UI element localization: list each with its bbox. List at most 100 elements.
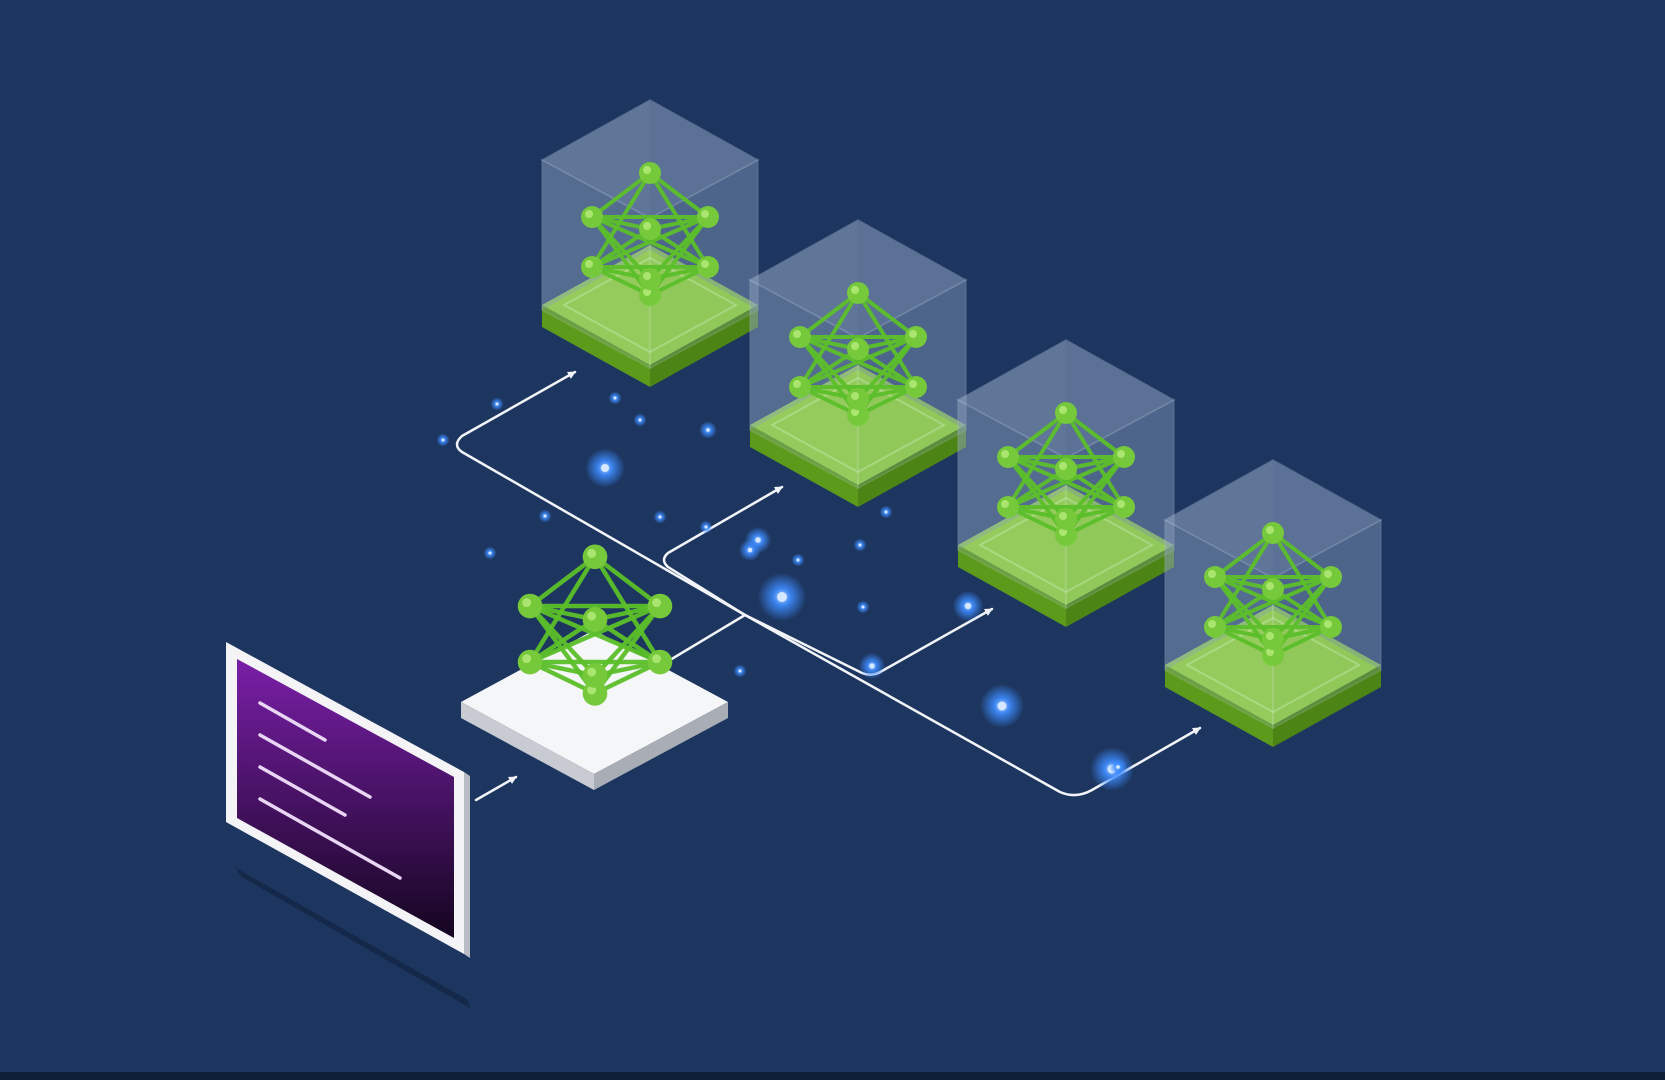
network-node-highlight (1059, 462, 1067, 470)
network-node-highlight (1117, 450, 1125, 458)
network-node (647, 593, 673, 619)
glow-particle-core (543, 514, 547, 518)
network-node (517, 593, 543, 619)
platform-left-face (958, 545, 1066, 627)
flow-line-hub-out (663, 613, 747, 665)
network-node (581, 256, 603, 278)
network-edge (527, 554, 598, 609)
platform-right-face (1273, 665, 1381, 747)
network-edge (1271, 531, 1333, 629)
platform-left-face (542, 305, 650, 387)
glow-particle-core (777, 592, 787, 602)
platform-left-face (750, 425, 858, 507)
network-edge (856, 335, 918, 401)
network-node (582, 607, 608, 632)
glow-particle-core (997, 701, 1007, 711)
network-edge (1006, 455, 1068, 521)
network-node-highlight (1001, 500, 1009, 508)
network-edge (1213, 575, 1333, 629)
network-node (639, 268, 661, 290)
network-node-highlight (1059, 406, 1067, 414)
model-target-3 (956, 339, 1176, 627)
network-edge (590, 215, 652, 281)
network-node-highlight (587, 548, 597, 558)
network-node-highlight (851, 342, 859, 350)
network-edge (1271, 531, 1333, 579)
network-node (1055, 402, 1077, 424)
network-node (581, 206, 603, 228)
network-node-highlight (643, 166, 651, 174)
network-edge (1064, 455, 1126, 521)
network-node-highlight (909, 380, 917, 388)
network-node (697, 256, 719, 278)
network-node (1262, 628, 1284, 650)
neural-network-graph (1204, 522, 1342, 666)
network-node-highlight (851, 286, 859, 294)
network-node (789, 326, 811, 348)
network-node (997, 496, 1019, 518)
neural-network-graph (789, 282, 927, 426)
neural-network-graph (517, 544, 673, 706)
network-node (1320, 566, 1342, 588)
network-edge (1006, 411, 1068, 509)
network-node (697, 206, 719, 228)
network-node (1262, 578, 1284, 600)
glow-particle-core (600, 463, 610, 473)
flow-line-to-target-4 (743, 613, 1202, 797)
network-node-highlight (1266, 648, 1274, 656)
network-node-highlight (1059, 512, 1067, 520)
network-node-highlight (1266, 526, 1274, 534)
network-edge (527, 603, 663, 665)
glow-particle-core (884, 510, 888, 514)
flow-line-to-target-2 (662, 485, 784, 617)
network-edge (1006, 411, 1068, 459)
network-node-highlight (1059, 528, 1067, 536)
network-node-highlight (701, 260, 709, 268)
platform-right-face (650, 305, 758, 387)
network-node (789, 376, 811, 398)
network-edge (1271, 575, 1333, 641)
document-screen-icon (226, 642, 470, 1008)
network-edge (1064, 411, 1126, 509)
network-node (1204, 616, 1226, 638)
glow-particle-core (747, 547, 753, 553)
network-node-highlight (1324, 570, 1332, 578)
hub-platform (461, 544, 728, 790)
network-node (1113, 446, 1135, 468)
network-node (647, 649, 673, 675)
network-edge (648, 215, 710, 281)
glow-particle-core (706, 428, 710, 432)
glow-particles (436, 391, 1134, 791)
network-edge (798, 291, 860, 389)
glow-particle-core (495, 402, 499, 406)
network-node (639, 162, 661, 184)
network-node-highlight (585, 210, 593, 218)
network-node (1320, 616, 1342, 638)
network-node (1055, 458, 1077, 480)
glow-particle-core (704, 525, 708, 529)
network-edge (1213, 575, 1275, 641)
network-node-highlight (1001, 450, 1009, 458)
glow-particle-core (638, 418, 642, 422)
glow-particle-core (613, 396, 617, 400)
network-node (847, 282, 869, 304)
model-target-1 (540, 99, 760, 387)
network-node (997, 446, 1019, 468)
network-node-highlight (1266, 582, 1274, 590)
network-node (847, 388, 869, 410)
network-node (847, 338, 869, 360)
network-node (905, 326, 927, 348)
network-node-highlight (1208, 620, 1216, 628)
network-edge (1213, 531, 1275, 629)
platform-right-face (1066, 545, 1174, 627)
glow-particle-core (861, 605, 865, 609)
network-edge (798, 335, 860, 401)
document-text-lines (258, 701, 402, 880)
network-edge (1006, 455, 1126, 509)
flow-line-to-target-1 (455, 370, 747, 617)
network-node (1204, 566, 1226, 588)
network-node-highlight (522, 654, 532, 664)
network-node-highlight (701, 210, 709, 218)
glow-particle-core (869, 663, 875, 669)
platform-right-face (858, 425, 966, 507)
